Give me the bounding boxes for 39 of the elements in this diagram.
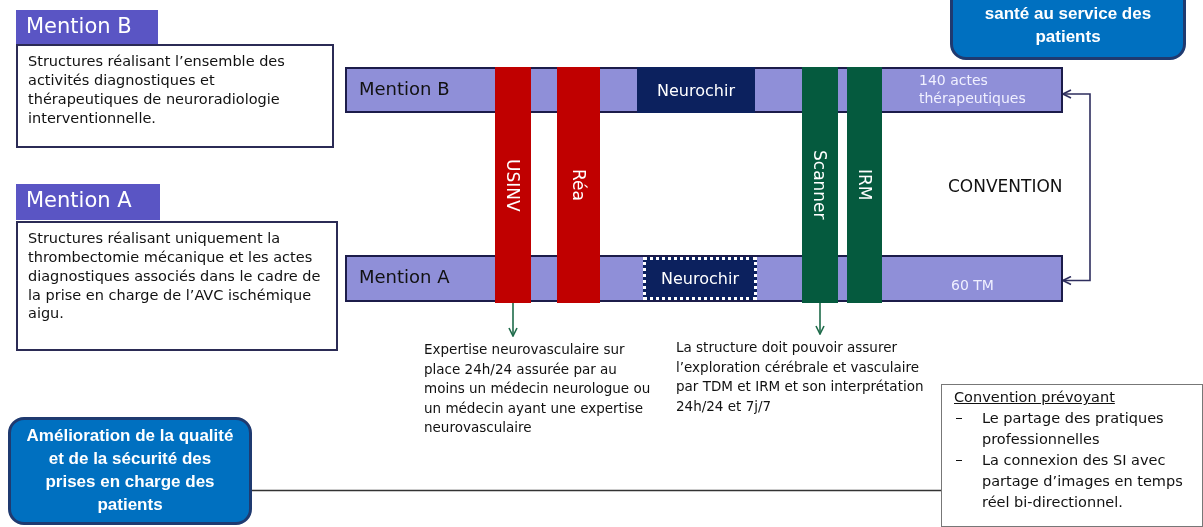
note-box	[941, 384, 1203, 527]
heading-tab	[16, 184, 160, 220]
connector-line	[251, 489, 942, 492]
description-box	[16, 221, 338, 351]
service-bar	[847, 67, 882, 303]
note-text: La structure doit pouvoir assurer l’exploration cérébrale et vasculaire par TDM et IRM et son interprétation 24h/24 et 7j/7	[676, 338, 926, 438]
band-label: Mention A	[359, 266, 450, 287]
service-label: IRM	[854, 169, 875, 201]
description-text: Structures réalisant l’ensemble des activités diagnostiques et thérapeutiques de neuroradiologie interventionnelle.	[28, 52, 286, 128]
service-bar	[802, 67, 838, 303]
service-label: Neurochir	[661, 269, 739, 288]
band-label: Mention B	[359, 78, 450, 99]
service-block	[637, 67, 755, 113]
goal-box	[8, 417, 252, 525]
description-text: Structures réalisant uniquement la thrombectomie mécanique et les actes diagnostiques associés dans le cadre de la prise en charge de l’AVC ischémique aigu.	[28, 229, 322, 324]
heading-tab	[16, 10, 158, 44]
band-note: 60 TM	[951, 276, 995, 295]
service-label: Scanner	[810, 150, 830, 220]
band-note: 140 actes thérapeutiques	[919, 71, 1027, 108]
bullet-text: La connexion des SI avec partage d’images en temps réel bi-directionnel.	[982, 452, 1183, 511]
arrow	[815, 302, 825, 335]
description-box	[16, 44, 334, 148]
service-bar	[495, 67, 531, 303]
box-heading: Convention prévoyant	[954, 388, 1116, 407]
arrow	[508, 302, 518, 337]
goal-box	[950, 0, 1186, 60]
service-label: Réa	[568, 169, 589, 201]
tab-label: Mention A	[26, 188, 133, 212]
goal-text: Amélioration de la qualité et de la sécurité des prises en charge des patients	[25, 425, 235, 516]
service-block	[643, 257, 757, 300]
edge-label: CONVENTION	[948, 176, 1063, 196]
service-label: USINV	[503, 158, 523, 212]
service-bar	[557, 67, 600, 303]
goal-text: santé au service des patients	[983, 3, 1153, 49]
double-arrow	[1062, 89, 1091, 286]
tab-label: Mention B	[26, 14, 133, 38]
bullet-text: Le partage des pratiques professionnelles	[982, 410, 1164, 448]
service-label: Neurochir	[657, 80, 735, 100]
note-text: Expertise neurovasculaire sur place 24h/24 assurée par au moins un médecin neurologue ou un médecin ayant une expertise neurovasculaire	[424, 340, 654, 480]
